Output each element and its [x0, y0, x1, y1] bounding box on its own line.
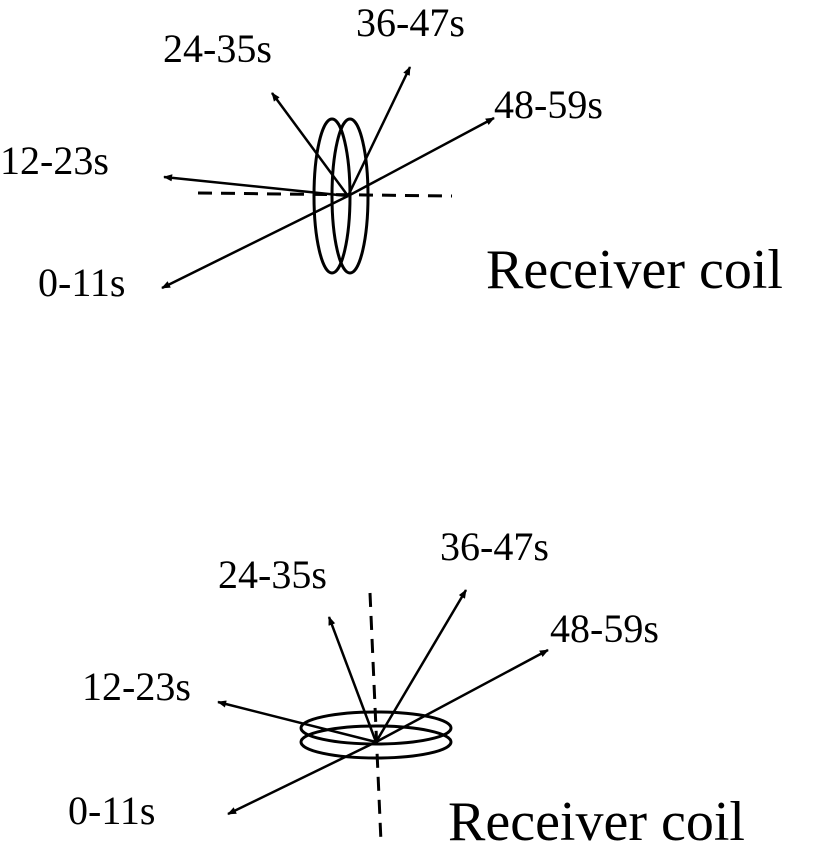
- bottom-arrow-36-47s: [374, 589, 468, 743]
- bottom-arrow-48-59s: [375, 648, 549, 744]
- bottom-label-48-59s: 48-59s: [550, 606, 659, 651]
- top-label-48-59s: 48-59s: [494, 82, 603, 127]
- top-label-36-47s: 36-47s: [356, 0, 465, 45]
- top-label-12-23s: 12-23s: [0, 138, 109, 183]
- top-arrow-24-35s: [270, 92, 350, 197]
- top-label-24-35s: 24-35s: [163, 26, 272, 71]
- top-panel: 0-11s 12-23s 24-35s 36-47s 48-59s Receiv…: [0, 0, 783, 305]
- bottom-arrow-0-11s: [227, 740, 377, 816]
- bottom-label-0-11s: 0-11s: [68, 788, 155, 833]
- top-label-0-11s: 0-11s: [38, 260, 125, 305]
- bottom-label-36-47s: 36-47s: [440, 524, 549, 569]
- bottom-arrow-24-35s: [327, 616, 378, 743]
- top-arrow-36-47s: [346, 66, 412, 197]
- bottom-arrow-12-23s: [217, 700, 377, 744]
- top-arrow-12-23s: [163, 174, 349, 198]
- bottom-label-12-23s: 12-23s: [82, 664, 191, 709]
- top-coil-label: Receiver coil: [486, 239, 783, 301]
- bottom-coil-ring-bottom: [299, 724, 453, 760]
- bottom-coil-ring-top: [299, 710, 453, 746]
- bottom-panel: 0-11s 12-23s 24-35s 36-47s 48-59s Receiv…: [68, 524, 745, 846]
- bottom-label-24-35s: 24-35s: [218, 552, 327, 597]
- top-arrow-48-59s: [347, 116, 495, 198]
- top-coil-ring-front: [330, 117, 370, 275]
- bottom-coil-label: Receiver coil: [448, 791, 745, 846]
- top-arrow-0-11s: [161, 194, 349, 290]
- bottom-axis-dashed: [368, 592, 383, 843]
